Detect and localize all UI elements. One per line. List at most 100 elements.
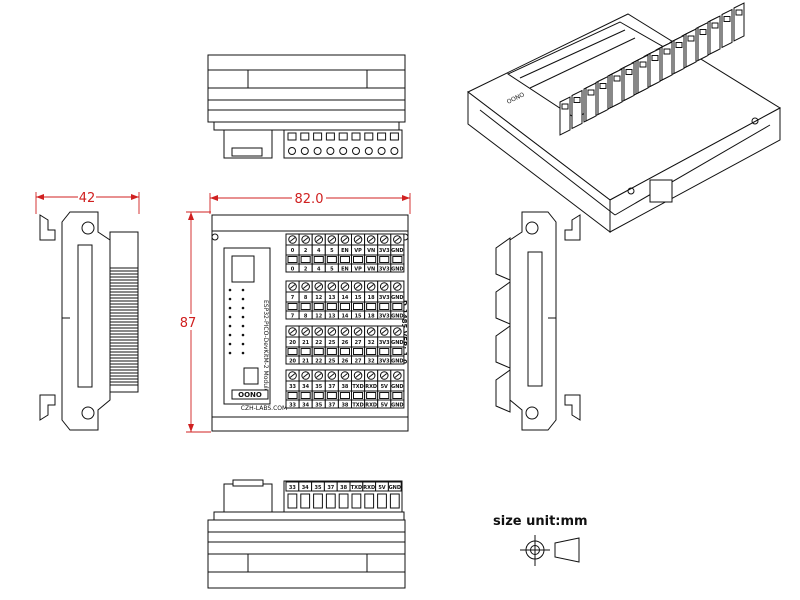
pin-label-small: 5 [330, 267, 334, 273]
pin-label-small: VN [367, 267, 375, 273]
pin-label: EN [341, 248, 349, 254]
pin-label-small: 37 [328, 403, 335, 409]
terminal-cell: 25 25 [324, 325, 339, 365]
pin-label: 27 [355, 340, 362, 346]
pin-label: 0 [291, 248, 295, 254]
pin-label: 38 [341, 384, 348, 390]
bottom-pin-label: GND [389, 485, 401, 491]
pin-label-small: 26 [341, 359, 348, 365]
pin-label: RXD [365, 384, 377, 390]
dimension-width: 82.0 [209, 190, 411, 214]
bottom-pin-label: TXD [351, 485, 362, 491]
pin-label-small: 21 [302, 359, 309, 365]
pin-label-small: GND [391, 267, 403, 273]
pin-label-small: GND [391, 314, 403, 320]
bottom-pin-label: 38 [340, 485, 347, 491]
pin-label: TXD [352, 384, 363, 390]
pin-label-small: 27 [355, 359, 362, 365]
terminal-cell: 00 [285, 233, 300, 273]
terminal-cell: GND GND [390, 233, 405, 273]
pin-label: 21 [302, 340, 309, 346]
pin-label-small: GND [391, 403, 403, 409]
pin-label-small: 8 [304, 314, 308, 320]
height-label: 87 [180, 316, 197, 331]
terminal-row: 33333434353537373838TXDTXDRXDRXD5V5VGNDG… [285, 369, 405, 409]
pin-label-small: 32 [368, 359, 375, 365]
pin-label-small: GND [391, 359, 403, 365]
terminal-cell: GND GND [390, 280, 405, 320]
bottom-pin-label: RXD [363, 485, 375, 491]
terminal-cell: 13 13 [324, 280, 339, 320]
pin-label: 7 [291, 295, 295, 301]
pin-label: VP [354, 248, 362, 254]
pin-label: GND [391, 384, 403, 390]
pin-label: 3V3 [379, 340, 390, 346]
pin-label-small: 3V3 [379, 314, 390, 320]
terminal-cell: VP VP [351, 233, 366, 273]
dimension-depth: 42 [35, 190, 140, 214]
pin-label: 5 [330, 248, 334, 254]
bottom-pin-label: 37 [327, 485, 334, 491]
bottom-pin-label: 35 [315, 485, 322, 491]
terminal-cell: 14 14 [337, 280, 352, 320]
website-label: CZH-LABS.COM [241, 405, 287, 412]
right-side-view [495, 211, 581, 431]
pin-label: 33 [289, 384, 296, 390]
pin-label: 20 [289, 340, 296, 346]
terminal-cell: VN VN [364, 233, 379, 273]
pin-label-small: 14 [341, 314, 348, 320]
dimension-height: 87 [178, 211, 211, 433]
bottom-pin-label: 34 [302, 485, 309, 491]
pin-label-small: 34 [302, 403, 309, 409]
pin-label: 3V3 [379, 248, 390, 254]
pin-label: GND [391, 295, 403, 301]
pin-label: 13 [328, 295, 335, 301]
terminal-blocks: 00224455ENENVPVPVNVN3V33V3GNDGND77881212… [285, 233, 405, 409]
pin-label: 25 [328, 340, 335, 346]
pin-label-small: 20 [289, 359, 296, 365]
pin-label-small: 22 [315, 359, 322, 365]
pin-label-small: 25 [328, 359, 335, 365]
pin-label: GND [391, 340, 403, 346]
terminal-cell: 21 21 [298, 325, 313, 365]
pin-label-small: 13 [328, 314, 335, 320]
pin-label: 14 [341, 295, 348, 301]
terminal-cell: 22 [298, 233, 313, 273]
pin-label-small: 7 [291, 314, 295, 320]
pin-label: VN [367, 248, 375, 254]
pin-label: 4 [317, 248, 321, 254]
pin-label: 12 [315, 295, 322, 301]
pin-label-small: 4 [317, 267, 321, 273]
pin-label: 22 [315, 340, 322, 346]
pin-label: 35 [315, 384, 322, 390]
pin-label: 2 [304, 248, 308, 254]
module-label: ESP32-PICO-DevKitM-2 Module [262, 300, 269, 393]
front-view: ESP32-PICO-DevKitM-2 Module OONO CZH-LAB… [211, 214, 409, 432]
pin-label-small: VP [354, 267, 362, 273]
isometric-view: OONO [467, 2, 781, 234]
svg-text:OONO: OONO [238, 391, 262, 399]
bottom-pin-label: 5V [378, 485, 385, 491]
unit-note: size unit:mm [493, 514, 588, 566]
pin-label: 15 [355, 295, 362, 301]
pin-label-small: 2 [304, 267, 308, 273]
pin-label-small: 5V [381, 403, 388, 409]
pin-label: GND [391, 248, 403, 254]
